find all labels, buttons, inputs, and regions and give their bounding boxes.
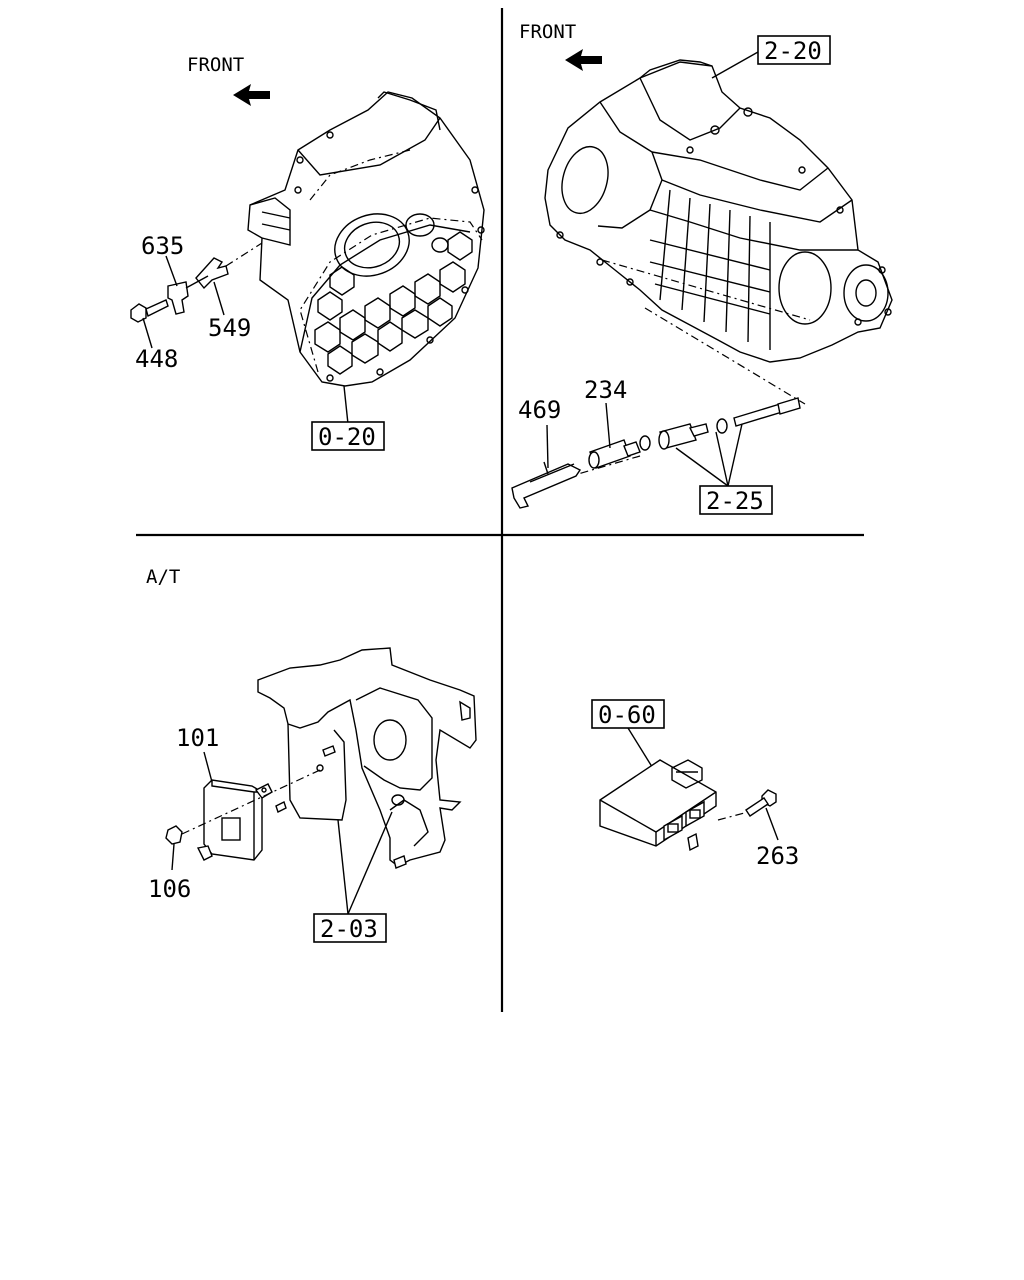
control-module-icon	[196, 779, 273, 861]
speed-sensor-icon	[588, 439, 641, 469]
transmission-icon	[544, 59, 893, 363]
ref-box-2-03-label: 2-03	[320, 915, 378, 943]
part-number-448: 448	[135, 345, 178, 373]
part-number-635: 635	[141, 232, 184, 260]
part-number-106: 106	[148, 875, 191, 903]
front-arrow-icon	[233, 84, 270, 106]
part-number-101: 101	[176, 724, 219, 752]
front-label: FRONT	[187, 54, 244, 76]
ref-box-0-20[interactable]	[311, 421, 385, 451]
leader-549	[213, 281, 225, 316]
section-label-at: A/T	[146, 566, 180, 588]
ref-box-2-20-label: 2-20	[764, 37, 822, 65]
leader-263	[765, 807, 779, 841]
leader-2-25-c	[727, 423, 743, 487]
part-number-549: 549	[208, 314, 251, 342]
ref-box-2-03[interactable]	[313, 913, 387, 943]
shaft-icon	[658, 397, 801, 450]
leader-2-20	[711, 51, 759, 79]
nut-icon	[165, 825, 183, 845]
front-arrow-icon	[565, 49, 602, 71]
part-number-234: 234	[584, 376, 627, 404]
bracket-icon	[195, 242, 263, 290]
guide-line-5	[717, 811, 749, 821]
guide-line-4	[181, 769, 321, 835]
leader-469	[546, 424, 549, 469]
leader-2-25-a	[675, 447, 729, 487]
flywheel-housing-icon	[247, 91, 485, 387]
clip-icon	[511, 461, 582, 509]
leader-2-03-b	[347, 811, 393, 915]
leader-0-60	[627, 727, 655, 771]
guide-line	[601, 259, 811, 321]
leader-2-03-a	[337, 819, 349, 915]
leader-0-20	[343, 385, 349, 425]
bolt-icon	[130, 299, 169, 323]
ref-box-2-25[interactable]	[699, 485, 773, 515]
leader-234	[605, 402, 611, 449]
ref-box-0-20-label: 0-20	[318, 423, 376, 451]
panel-bottom-right: 0-60 263	[591, 699, 799, 870]
leader-635	[165, 255, 178, 287]
guide-line-2	[644, 307, 806, 405]
panel-top-right: FRONT 2-20	[511, 21, 893, 515]
ref-box-0-60-label: 0-60	[598, 701, 656, 729]
oring-icon	[639, 418, 728, 451]
bracket-assembly-icon	[257, 647, 477, 869]
sensor-icon	[167, 275, 209, 315]
part-number-469: 469	[518, 396, 561, 424]
leader-2-25-b	[715, 431, 729, 487]
front-label-right: FRONT	[519, 21, 576, 43]
ref-box-2-25-label: 2-25	[706, 487, 764, 515]
leader-106	[171, 843, 175, 871]
panel-top-left: FRONT	[130, 54, 485, 451]
bolt-icon	[745, 789, 777, 817]
part-number-263: 263	[756, 842, 799, 870]
panel-bottom-left: A/T	[146, 566, 477, 943]
leader-101	[203, 751, 213, 783]
ref-box-2-20[interactable]	[757, 35, 831, 65]
leader-448	[142, 317, 153, 349]
ecu-unit-icon	[599, 759, 717, 852]
